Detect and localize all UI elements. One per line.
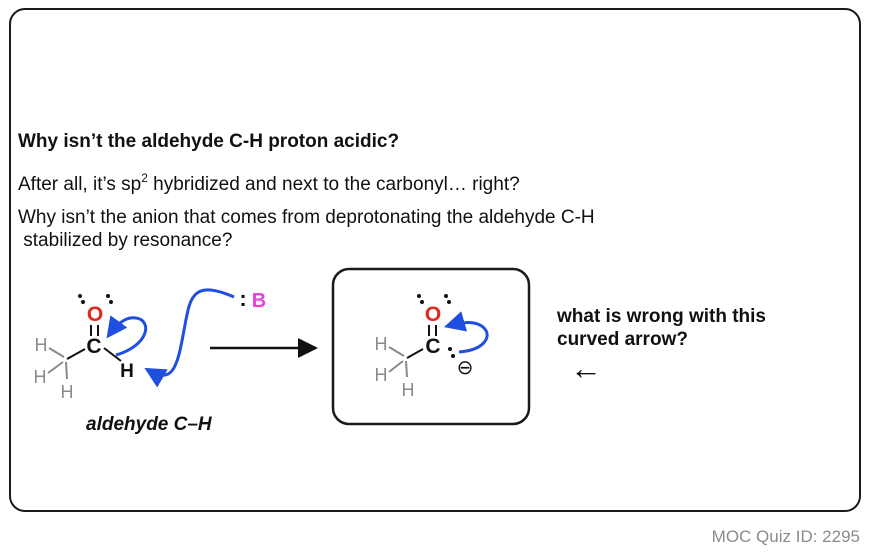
question-line-sp2: After all, it’s sp2 hybridized and next …: [18, 170, 520, 196]
question-line-resonance: Why isn’t the anion that comes from depr…: [18, 206, 595, 252]
callout-line1: what is wrong with this: [557, 306, 766, 327]
question-title: Why isn’t the aldehyde C-H proton acidic…: [18, 131, 400, 152]
quiz-id-footer: MOC Quiz ID: 2295: [711, 527, 860, 546]
superscript-2: 2: [141, 170, 148, 185]
line1-before: After all, it’s sp: [18, 174, 142, 195]
callout-line2: curved arrow?: [557, 329, 688, 350]
line1-after: hybridized and next to the carbonyl… rig…: [147, 174, 520, 195]
line2a: Why isn’t the anion that comes from depr…: [18, 207, 595, 228]
line2b: stabilized by resonance?: [18, 230, 233, 251]
callout-question: what is wrong with this curved arrow?: [557, 305, 766, 351]
question-card: [9, 8, 861, 512]
left-arrow-icon: ←: [570, 350, 602, 386]
